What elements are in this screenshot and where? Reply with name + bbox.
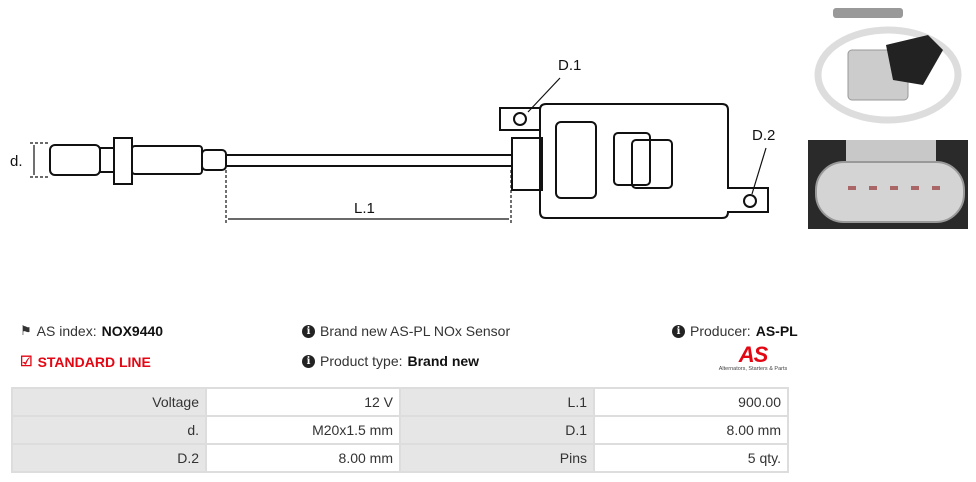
spec-value: 8.00 mm <box>205 443 401 473</box>
standard-line-badge: ☑ STANDARD LINE <box>20 353 151 370</box>
connector-photo[interactable] <box>808 140 968 229</box>
as-pl-logo: AS Alternators, Starters & Parts <box>714 342 792 373</box>
product-type-label: Product type: <box>320 353 403 369</box>
label-d: d. <box>10 153 23 170</box>
connector-photo-image <box>815 140 965 223</box>
spec-label: L.1 <box>399 387 595 417</box>
checkbox-icon: ☑ <box>20 353 33 369</box>
spec-label: d. <box>11 415 207 445</box>
producer-label: Producer: <box>690 323 751 339</box>
spec-value: 5 qty. <box>593 443 789 473</box>
spec-value: 12 V <box>205 387 401 417</box>
sensor-photo-image <box>814 8 962 124</box>
product-photo[interactable] <box>808 0 968 138</box>
label-l1: L.1 <box>354 200 375 217</box>
info-icon: i <box>302 354 315 368</box>
label-d2: D.2 <box>752 127 775 144</box>
info-icon: i <box>302 324 315 338</box>
tags-icon: ⚑ <box>20 323 32 338</box>
spec-value: 8.00 mm <box>593 415 789 445</box>
as-index-value: NOX9440 <box>101 323 164 339</box>
as-index-label: AS index: <box>36 323 97 339</box>
spec-value: M20x1.5 mm <box>205 415 401 445</box>
info-icon: i <box>672 324 685 338</box>
product-type: i Product type: Brand new <box>302 353 479 369</box>
logo-tagline: Alternators, Starters & Parts <box>718 366 788 372</box>
spec-label: D.2 <box>11 443 207 473</box>
spec-label: Voltage <box>11 387 207 417</box>
product-type-value: Brand new <box>407 353 480 369</box>
sensor-dimension-diagram: d. L.1 D.1 D.2 <box>10 57 775 225</box>
description-text: Brand new AS-PL NOx Sensor <box>320 323 511 339</box>
description: i Brand new AS-PL NOx Sensor <box>302 323 510 339</box>
producer: i Producer: AS-PL <box>672 323 798 339</box>
label-d1: D.1 <box>558 57 581 74</box>
as-index: ⚑ AS index: NOX9440 <box>20 323 163 339</box>
producer-value: AS-PL <box>755 323 798 339</box>
spec-label: Pins <box>399 443 595 473</box>
logo-mark: AS <box>738 342 769 367</box>
standard-line-label: STANDARD LINE <box>37 353 151 370</box>
spec-label: D.1 <box>399 415 595 445</box>
spec-value: 900.00 <box>593 387 789 417</box>
